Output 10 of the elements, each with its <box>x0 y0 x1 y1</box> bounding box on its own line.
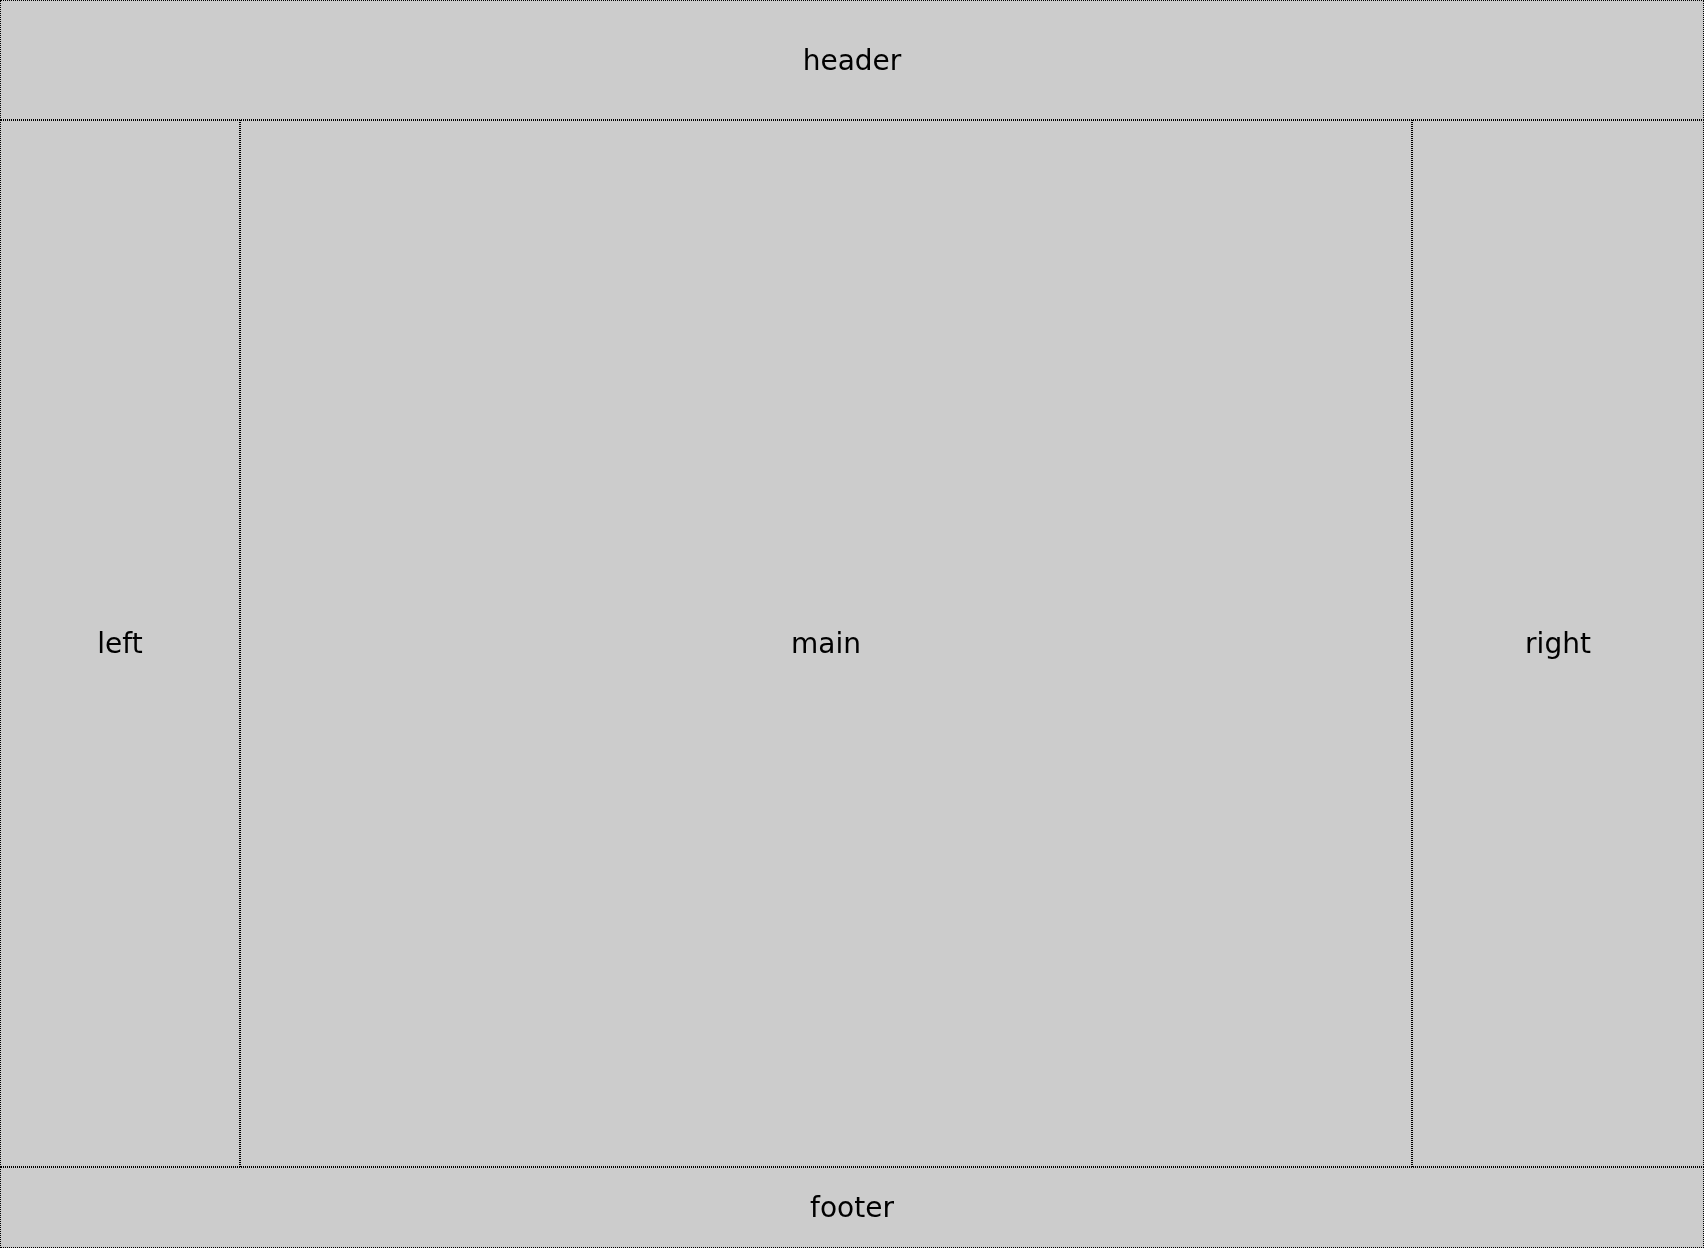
header-region <box>0 0 1704 120</box>
region-label: footer <box>810 1191 894 1224</box>
region-label: main <box>791 627 861 660</box>
left-sidebar-region <box>0 120 240 1167</box>
right-sidebar-region <box>1412 120 1704 1167</box>
region-label: left <box>97 627 143 660</box>
region-label: right <box>1525 627 1591 660</box>
region-label: header <box>802 43 902 77</box>
main-content-region <box>240 120 1412 1167</box>
footer-region <box>0 1167 1704 1248</box>
